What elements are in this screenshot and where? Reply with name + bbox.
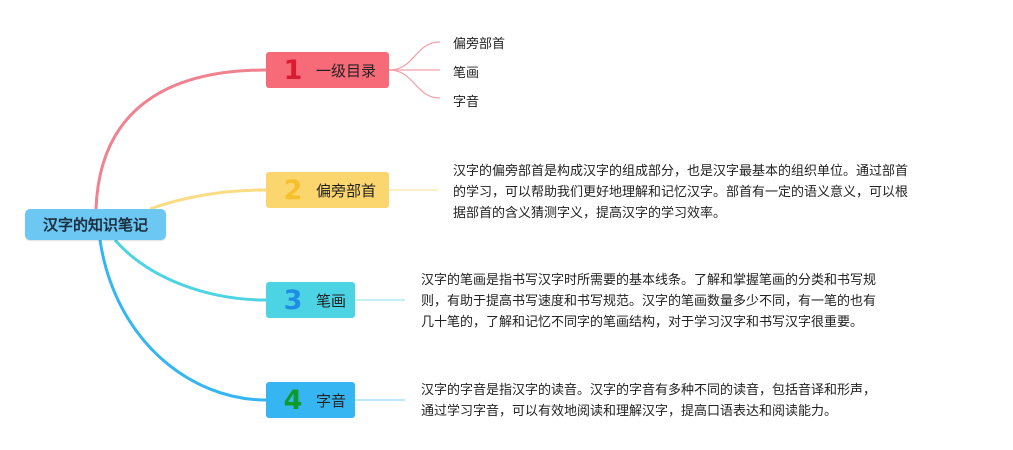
description-line: 几十笔的，了解和记忆不同字的笔画结构，对于学习汉字和书写汉字很重要。 [421,315,864,330]
description-line: 汉字的偏旁部首是构成汉字的组成部分，也是汉字最基本的组织单位。通过部首 [453,164,909,179]
topic-description-4[interactable]: 汉字的字音是指汉字的读音。汉字的字音有多种不同的读音，包括音译和形声， 通过学习… [421,380,876,422]
description-line: 汉字的字音是指汉字的读音。汉字的字音有多种不同的读音，包括音译和形声， [421,383,877,398]
connector-topic1-leaf3 [388,69,441,99]
connector-root-topic3 [113,239,267,302]
topic-node-1[interactable]: 1 一级目录 [266,52,389,88]
description-line: 通过学习字音，可以有效地阅读和理解汉字，提高口语表达和阅读能力。 [421,404,838,419]
description-line: 的学习，可以帮助我们更好地理解和记忆汉字。部首有一定的语义意义，可以根 [453,185,909,200]
description-line: 据部首的含义猜测字义，提高汉字的学习效率。 [453,206,727,221]
topic-node-4[interactable]: 4 字音 [266,382,355,418]
topic-label-1: 一级目录 [316,61,377,80]
topic-number-1: 1 [283,54,303,86]
root-label: 汉字的知识笔记 [42,216,148,234]
topic-label-2: 偏旁部首 [316,181,377,200]
description-line: 汉字的笔画是指书写汉字时所需要的基本线条。了解和掌握笔画的分类和书写规 [421,273,877,288]
connector-topic1-leaf1 [388,41,441,71]
description-line: 则，有助于提高书写速度和书写规范。汉字的笔画数量多少不同，有一笔的也有 [421,294,877,309]
root-node[interactable]: 汉字的知识笔记 [25,209,166,240]
subtopic-strokes[interactable]: 笔画 [453,66,480,81]
topic-label-4: 字音 [316,391,347,410]
topic-node-2[interactable]: 2 偏旁部首 [266,172,389,208]
topic-number-4: 4 [283,384,303,416]
topic-number-2: 2 [283,174,303,206]
connector-root-topic1 [94,68,267,210]
subtopic-pronunciation[interactable]: 字音 [453,95,480,110]
connector-root-topic4 [98,239,267,402]
topic-number-3: 3 [283,284,303,316]
topic-label-3: 笔画 [316,291,347,310]
connector-root-topic2 [149,188,267,211]
topic-description-2[interactable]: 汉字的偏旁部首是构成汉字的组成部分，也是汉字最基本的组织单位。通过部首 的学习，… [453,161,908,224]
topic-node-3[interactable]: 3 笔画 [266,282,355,318]
subtopic-radical[interactable]: 偏旁部首 [453,37,506,52]
topic-description-3[interactable]: 汉字的笔画是指书写汉字时所需要的基本线条。了解和掌握笔画的分类和书写规 则，有助… [421,270,876,333]
